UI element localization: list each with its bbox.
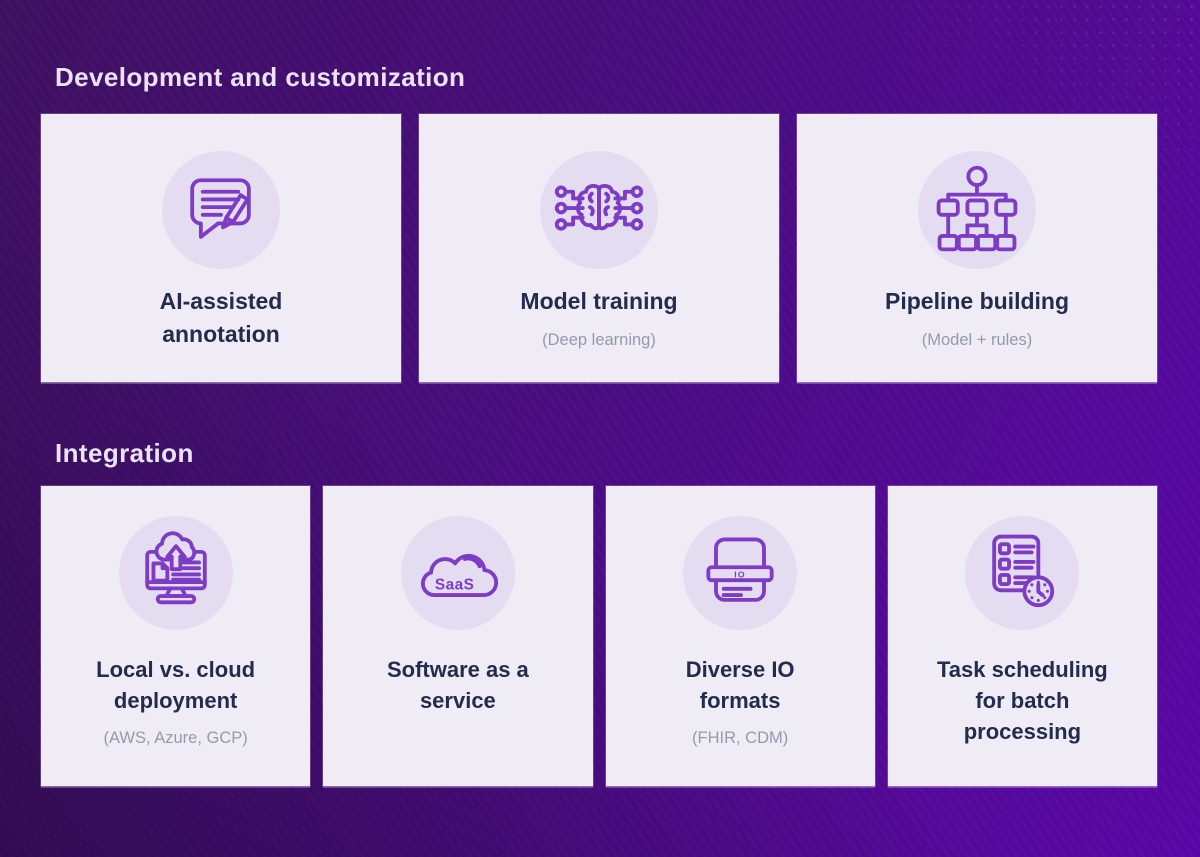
- card-title: Model training: [520, 288, 678, 314]
- card-subtitle: (FHIR, CDM): [692, 729, 789, 748]
- card-title: Software as a service: [386, 657, 529, 714]
- card-diverse-io-formats: IO Diverse IO formats (FHIR, CDM): [605, 486, 875, 786]
- saas-label: SaaS: [435, 576, 475, 593]
- card-pipeline-building: Pipeline building (Model + rules): [797, 114, 1157, 382]
- card-subtitle: (Model + rules): [921, 330, 1033, 349]
- card-title: Diverse IO formats: [685, 657, 795, 714]
- io-formats-icon: IO: [706, 537, 774, 602]
- card-subtitle: (AWS, Azure, GCP): [103, 729, 248, 748]
- icon-circle: IO: [683, 516, 798, 630]
- task-scheduling-icon: [992, 534, 1055, 608]
- section-development: Development and customization AI-assiste…: [41, 0, 1157, 382]
- card-software-as-a-service: SaaS Software as a service: [323, 486, 593, 786]
- section-integration: Integration Local vs. cloud deploy: [41, 438, 1157, 786]
- card-title: Pipeline building: [885, 288, 1069, 314]
- card-task-scheduling: Task scheduling for batch processing: [887, 486, 1157, 786]
- card-model-training: Model training (Deep learning): [419, 114, 779, 382]
- icon-circle: [162, 151, 280, 269]
- card-title: AI-assisted annotation: [159, 288, 283, 347]
- cloud-deployment-icon: [144, 531, 207, 605]
- card-subtitle: (Deep learning): [542, 330, 656, 349]
- annotation-icon: [190, 178, 251, 239]
- icon-circle: [118, 516, 233, 630]
- icon-circle: SaaS: [400, 516, 515, 630]
- section-heading: Development and customization: [55, 62, 466, 92]
- icon-circle: [965, 516, 1080, 630]
- pipeline-building-icon: [936, 165, 1018, 252]
- card-row-development: AI-assisted annotation M: [41, 114, 1157, 382]
- icon-circle: [918, 151, 1036, 269]
- saas-icon: SaaS: [420, 553, 498, 597]
- card-ai-assisted-annotation: AI-assisted annotation: [41, 114, 401, 382]
- icon-circle: [540, 151, 658, 269]
- card-title: Local vs. cloud deployment: [96, 657, 256, 714]
- model-training-icon: [554, 184, 644, 231]
- card-row-integration: Local vs. cloud deployment (AWS, Azure, …: [41, 486, 1157, 786]
- section-heading: Integration: [55, 438, 194, 468]
- card-title: Task scheduling for batch processing: [937, 657, 1108, 745]
- io-label: IO: [734, 569, 745, 579]
- card-local-vs-cloud: Local vs. cloud deployment (AWS, Azure, …: [41, 486, 311, 786]
